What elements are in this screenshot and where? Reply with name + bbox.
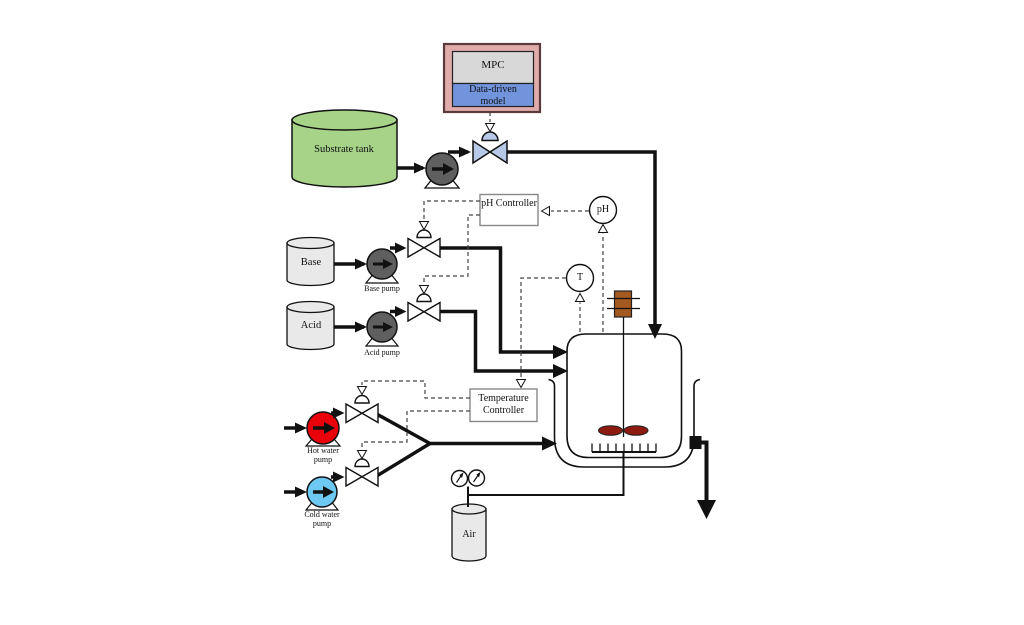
base-valve-actuator bbox=[416, 229, 432, 239]
air-tank-label: Air bbox=[462, 529, 476, 540]
temp-controller-to-cold-valve-signal bbox=[361, 410, 470, 449]
harvest-arrow bbox=[697, 500, 716, 519]
hot-valve-actuator bbox=[354, 394, 370, 404]
base-pump-label: Base pump bbox=[364, 284, 400, 293]
signal-arrowheads bbox=[356, 123, 609, 460]
hot-water-pump-label: Hot water pump bbox=[307, 446, 339, 465]
data-driven-model-label: Data-driven model bbox=[469, 84, 517, 107]
base-valve bbox=[407, 229, 441, 259]
sparger bbox=[591, 443, 657, 453]
hot-water-valve bbox=[345, 394, 379, 424]
temperature-sensor-label: T bbox=[576, 272, 584, 283]
ph-sensor-label: pH bbox=[596, 204, 610, 215]
acid-pump-label: Acid pump bbox=[364, 348, 400, 357]
temperature-controller-label: Temperature Controller bbox=[478, 393, 529, 416]
data-driven-model-box bbox=[451, 82, 535, 108]
substrate-feed-line bbox=[507, 150, 657, 324]
harvest-outlet bbox=[689, 436, 716, 519]
ph-controller-to-acid-valve-signal bbox=[423, 214, 480, 284]
base-feed-line bbox=[440, 246, 553, 354]
substrate-valve bbox=[472, 131, 508, 165]
air-supply bbox=[450, 452, 625, 507]
temp-sensor-to-controller-signal bbox=[520, 277, 566, 379]
temp-controller-to-hot-valve-signal bbox=[361, 380, 470, 399]
impeller-blade-right bbox=[623, 425, 649, 436]
cold-water-pump bbox=[304, 476, 340, 511]
acid-valve bbox=[407, 293, 441, 323]
cold-water-pump-label: Cold water pump bbox=[304, 510, 340, 529]
cold-water-mix-line bbox=[376, 442, 431, 477]
bioreactor bbox=[548, 290, 701, 468]
reactor-vessel bbox=[566, 333, 683, 459]
base-tank bbox=[286, 236, 335, 287]
air-tank bbox=[451, 503, 487, 562]
mpc-label: MPC bbox=[481, 59, 505, 71]
flow-arrowheads bbox=[295, 146, 662, 498]
substrate-valve-actuator bbox=[481, 131, 499, 142]
ph-controller-box bbox=[479, 193, 539, 227]
acid-tank-label: Acid bbox=[300, 320, 322, 331]
acid-pump bbox=[364, 311, 400, 347]
acid-tank bbox=[286, 300, 335, 351]
substrate-tank-label: Substrate tank bbox=[314, 144, 374, 155]
substrate-tank bbox=[291, 109, 398, 188]
mpc-block bbox=[442, 42, 542, 114]
ph-controller-to-base-valve-signal bbox=[423, 200, 480, 220]
temperature-controller-box bbox=[469, 388, 538, 423]
signal-lines bbox=[361, 112, 604, 449]
cold-water-valve bbox=[345, 458, 379, 488]
ph-controller-label: pH Controller bbox=[481, 198, 537, 209]
cold-valve-actuator bbox=[354, 458, 370, 468]
air-line bbox=[468, 452, 625, 496]
acid-valve-actuator bbox=[416, 293, 432, 303]
substrate-pump bbox=[423, 152, 461, 189]
acid-feed-line bbox=[440, 309, 553, 373]
mpc-box bbox=[451, 50, 535, 85]
impeller-blade-left bbox=[598, 425, 623, 436]
stirrer-motor bbox=[613, 290, 633, 318]
base-tank-label: Base bbox=[300, 257, 322, 268]
motor-mount-lines bbox=[607, 297, 640, 310]
temperature-sensor-circle bbox=[565, 263, 595, 293]
base-pump bbox=[364, 248, 400, 284]
